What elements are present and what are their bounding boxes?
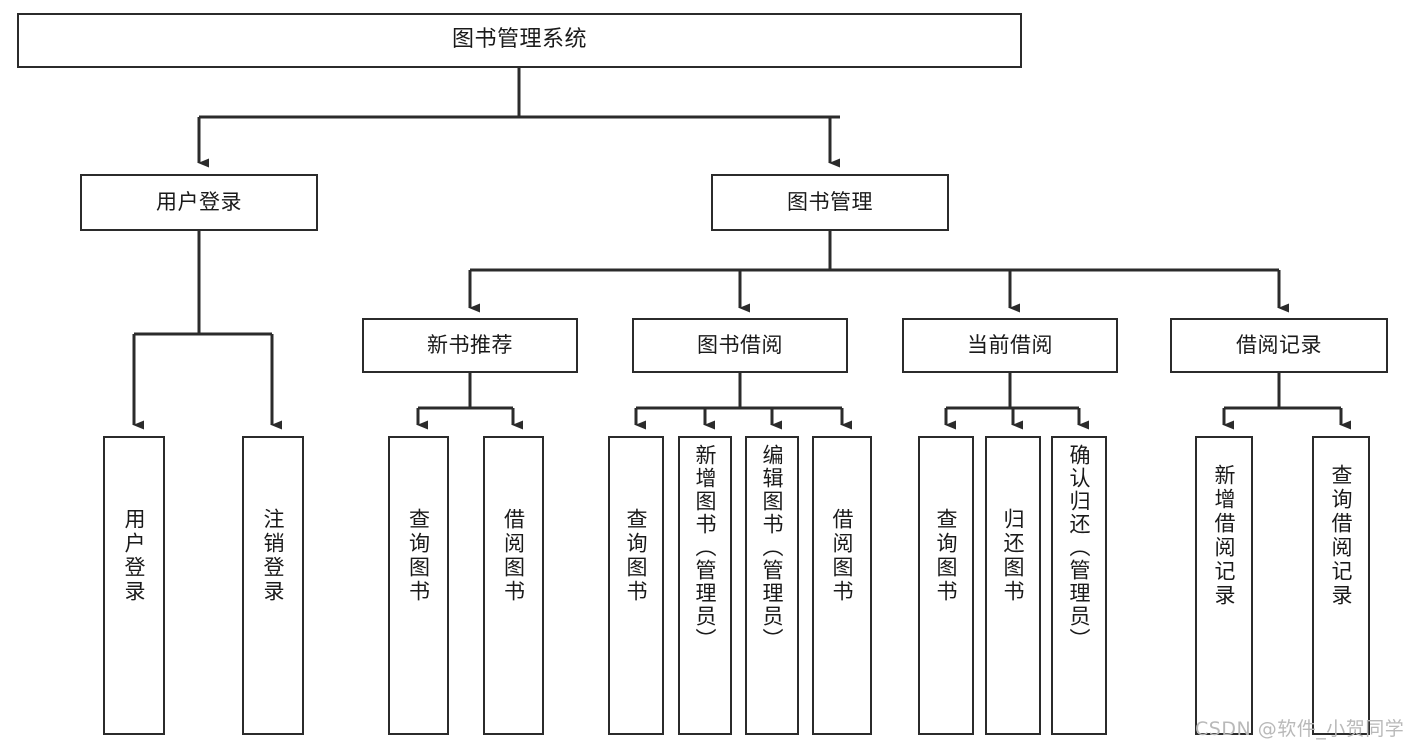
node-leaf-query-record[interactable]: 查询借阅记录: [1312, 436, 1370, 735]
node-root[interactable]: 图书管理系统: [17, 13, 1022, 68]
node-book-manage-label: 图书管理: [787, 189, 873, 214]
node-leaf-user-login[interactable]: 用户登录: [103, 436, 165, 735]
node-leaf-return-book[interactable]: 归还图书: [985, 436, 1041, 735]
node-leaf-edit-book-label: 编辑图书（管理员）: [760, 444, 785, 651]
node-leaf-confirm-return[interactable]: 确认归还（管理员）: [1051, 436, 1107, 735]
node-leaf-user-login-label: 用户登录: [122, 508, 147, 604]
node-root-label: 图书管理系统: [451, 27, 587, 53]
node-borrow-record[interactable]: 借阅记录: [1170, 318, 1388, 373]
node-leaf-borrow-book[interactable]: 借阅图书: [812, 436, 872, 735]
node-borrow-record-label: 借阅记录: [1236, 332, 1322, 357]
node-new-book-rec[interactable]: 新书推荐: [362, 318, 578, 373]
node-leaf-query-book-rec[interactable]: 查询图书: [388, 436, 449, 735]
node-leaf-confirm-return-label: 确认归还（管理员）: [1067, 444, 1092, 651]
node-leaf-logout[interactable]: 注销登录: [242, 436, 304, 735]
node-leaf-borrow-book-label: 借阅图书: [830, 508, 855, 604]
node-book-borrow-label: 图书借阅: [697, 332, 783, 357]
node-user-login[interactable]: 用户登录: [80, 174, 318, 231]
node-leaf-query-record-label: 查询借阅记录: [1329, 464, 1354, 608]
node-leaf-borrow-book-rec-label: 借阅图书: [501, 508, 526, 604]
node-user-login-label: 用户登录: [156, 189, 242, 214]
node-leaf-add-book-label: 新增图书（管理员）: [693, 444, 718, 651]
node-current-borrow[interactable]: 当前借阅: [902, 318, 1118, 373]
node-leaf-borrow-book-rec[interactable]: 借阅图书: [483, 436, 544, 735]
node-leaf-add-record[interactable]: 新增借阅记录: [1195, 436, 1253, 735]
node-leaf-query-book-rec-label: 查询图书: [406, 508, 431, 604]
node-leaf-return-book-label: 归还图书: [1001, 508, 1026, 604]
node-leaf-query-book-current-label: 查询图书: [934, 508, 959, 604]
node-leaf-logout-label: 注销登录: [261, 508, 286, 604]
csdn-watermark: CSDN @软件_小贺同学: [1195, 718, 1405, 740]
node-book-manage[interactable]: 图书管理: [711, 174, 949, 231]
node-leaf-add-record-label: 新增借阅记录: [1212, 464, 1237, 608]
node-leaf-query-book-borrow-label: 查询图书: [624, 508, 649, 604]
node-leaf-edit-book[interactable]: 编辑图书（管理员）: [745, 436, 799, 735]
node-leaf-query-book-borrow[interactable]: 查询图书: [608, 436, 664, 735]
node-book-borrow[interactable]: 图书借阅: [632, 318, 848, 373]
node-leaf-add-book[interactable]: 新增图书（管理员）: [678, 436, 732, 735]
node-leaf-query-book-current[interactable]: 查询图书: [918, 436, 974, 735]
node-current-borrow-label: 当前借阅: [967, 332, 1053, 357]
node-new-book-rec-label: 新书推荐: [427, 332, 513, 357]
